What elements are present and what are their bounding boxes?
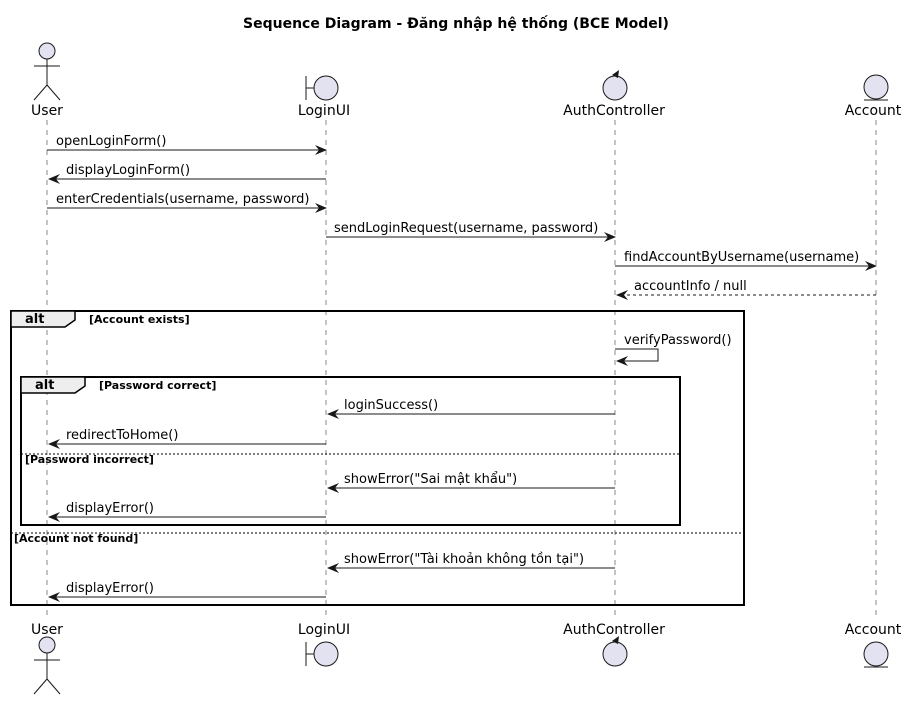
participant-account-top: Account <box>845 74 902 119</box>
participant-label: Account <box>845 622 902 638</box>
control-icon <box>602 636 628 667</box>
control-icon <box>602 70 628 101</box>
fragment-guard: [Password incorrect] <box>25 453 154 466</box>
fragment-guard: [Account not found] <box>14 532 138 545</box>
fragment-keyword: alt <box>35 378 54 393</box>
participant-label: AuthController <box>563 103 665 119</box>
message-label: loginSuccess() <box>344 398 438 413</box>
message-login-success: loginSuccess() <box>327 398 615 419</box>
message-show-error-account: showError("Tài khoản không tồn tại") <box>327 552 615 573</box>
participant-user-top: User <box>31 42 63 119</box>
message-send-login-request: sendLoginRequest(username, password) <box>326 221 616 242</box>
message-label: enterCredentials(username, password) <box>56 192 309 207</box>
participant-label: Account <box>845 103 902 119</box>
entity-icon <box>863 74 889 101</box>
message-account-info-return: accountInfo / null <box>616 279 876 300</box>
message-label: accountInfo / null <box>634 279 747 294</box>
participant-label: AuthController <box>563 622 665 638</box>
diagram-title: Sequence Diagram - Đăng nhập hệ thống (B… <box>243 15 669 32</box>
message-show-error-password: showError("Sai mật khẩu") <box>327 472 615 493</box>
message-label: displayError() <box>66 581 154 596</box>
message-display-error-account: displayError() <box>48 581 326 602</box>
message-verify-password: verifyPassword() <box>615 333 732 366</box>
participant-label: User <box>31 103 63 119</box>
participant-label: User <box>31 622 63 638</box>
boundary-icon <box>305 75 339 101</box>
message-display-login-form: displayLoginForm() <box>48 163 326 184</box>
message-open-login-form: openLoginForm() <box>47 134 327 155</box>
message-label: verifyPassword() <box>624 333 732 348</box>
message-label: displayLoginForm() <box>66 163 190 178</box>
participant-label: LoginUI <box>298 622 350 638</box>
alt-fragment-account: alt [Account exists] [Account not found] <box>10 310 745 606</box>
alt-fragment-password: alt [Password correct] [Password incorre… <box>20 376 681 526</box>
message-label: findAccountByUsername(username) <box>624 250 859 265</box>
participant-account-bottom: Account <box>845 622 902 668</box>
participant-label: LoginUI <box>298 103 350 119</box>
participant-authcontroller-top: AuthController <box>563 70 665 119</box>
participant-authcontroller-bottom: AuthController <box>563 622 665 667</box>
message-label: showError("Sai mật khẩu") <box>344 472 517 487</box>
entity-icon <box>863 641 889 668</box>
message-label: sendLoginRequest(username, password) <box>334 221 598 236</box>
message-enter-credentials: enterCredentials(username, password) <box>47 192 327 213</box>
fragment-guard: [Account exists] <box>89 313 190 326</box>
message-label: redirectToHome() <box>66 428 178 443</box>
participant-user-bottom: User <box>31 622 63 695</box>
message-label: openLoginForm() <box>56 134 166 149</box>
boundary-icon <box>305 641 339 667</box>
message-redirect-to-home: redirectToHome() <box>48 428 326 449</box>
participant-loginui-bottom: LoginUI <box>298 622 350 667</box>
message-label: displayError() <box>66 501 154 516</box>
message-label: showError("Tài khoản không tồn tại") <box>344 552 584 567</box>
message-display-error-password: displayError() <box>48 501 326 522</box>
fragment-keyword: alt <box>25 312 44 327</box>
participant-loginui-top: LoginUI <box>298 75 350 119</box>
fragment-guard: [Password correct] <box>99 379 216 392</box>
actor-icon <box>33 42 61 101</box>
actor-icon <box>33 636 61 695</box>
message-find-account: findAccountByUsername(username) <box>615 250 877 271</box>
